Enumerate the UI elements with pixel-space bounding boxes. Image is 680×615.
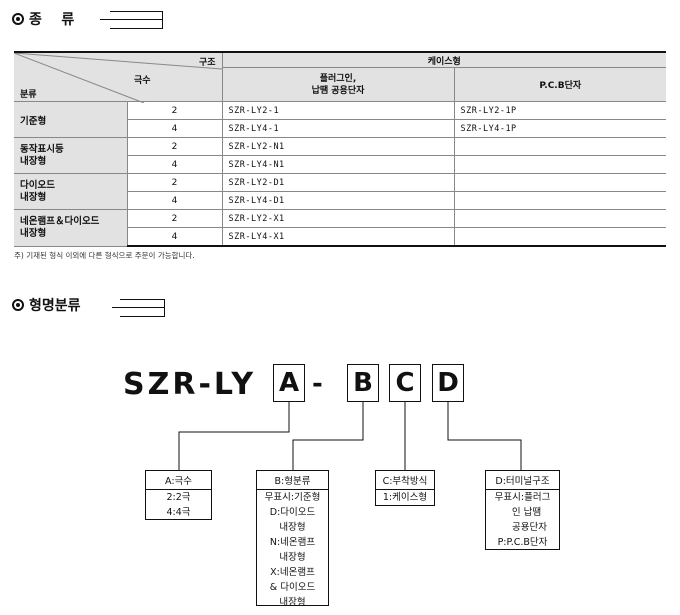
pole-cell: 4 (127, 155, 223, 174)
header-structure: 구조 (198, 58, 216, 68)
key-box-b: B:형분류 무표시:기준형 D:다이오드 내장형 N:네온램프 내장형 X:네온… (256, 470, 329, 608)
key-d-item: 공용단자 (512, 522, 547, 533)
key-d-item: P:P.C.B단자 (497, 537, 548, 548)
model-section-header: 형명분류 (12, 294, 81, 316)
group-name: 동작표시등 내장형 (14, 137, 128, 174)
key-a-title: A:극수 (146, 471, 211, 490)
model-box-b: B (347, 364, 379, 402)
types-section-title: 종 류 (29, 12, 75, 28)
plugin-code: SZR-LY2-1 (222, 101, 455, 120)
pcb-code (454, 155, 666, 174)
pole-cell: 4 (127, 119, 223, 138)
table-row: 4 SZR-LY4-X1 (14, 227, 666, 247)
key-box-a: A:극수 2:2극 4:4극 (145, 470, 212, 520)
pole-cell: 4 (127, 227, 223, 247)
plugin-code: SZR-LY2-X1 (222, 209, 455, 228)
pcb-code (454, 191, 666, 210)
types-table: 구조 극수 분류 케이스형 플러그인, 납땜 공용단자 P.C.B단자 기준형 … (14, 51, 666, 247)
pcb-code: SZR-LY4-1P (454, 119, 666, 138)
pcb-code (454, 209, 666, 228)
table-row: 다이오드 내장형 2 SZR-LY2-D1 (14, 173, 666, 210)
header-pcb-col: P.C.B단자 (454, 67, 666, 102)
corner-diagonal-lines (14, 53, 222, 103)
header-poles: 극수 (134, 76, 151, 86)
key-c-item: 1:케이스형 (382, 492, 428, 503)
plugin-code: SZR-LY4-N1 (222, 155, 455, 174)
key-d-title: D:터미널구조 (486, 471, 559, 490)
pole-cell: 4 (127, 191, 223, 210)
pcb-code: SZR-LY2-1P (454, 101, 666, 120)
plugin-code: SZR-LY2-D1 (222, 173, 455, 192)
table-row: 4 SZR-LY4-1 SZR-LY4-1P (14, 119, 666, 138)
key-a-item: 4:4극 (166, 507, 191, 518)
model-box-c: C (389, 364, 421, 402)
table-note: 주) 기재된 형식 이외에 다른 형식으로 주문이 가능합니다. (14, 251, 195, 260)
key-box-c: C:부착방식 1:케이스형 (375, 470, 435, 506)
key-b-item: 무표시:기준형 (264, 492, 321, 503)
pole-cell: 2 (127, 173, 223, 192)
model-box-d: D (432, 364, 464, 402)
model-section-rule (112, 307, 164, 308)
types-section-rule (100, 19, 162, 20)
group-name: 네온램프＆다이오드 내장형 (14, 209, 128, 247)
model-section-title: 형명분류 (29, 298, 81, 314)
model-box-a: A (273, 364, 305, 402)
key-b-item: 내장형 (279, 522, 306, 533)
pole-cell: 2 (127, 209, 223, 228)
key-b-item: D:다이오드 (269, 507, 316, 518)
key-b-item: N:네온램프 (269, 537, 316, 548)
key-d-item: 인 납땜 (511, 507, 542, 518)
model-prefix: SZR-LY (123, 366, 257, 402)
types-section-box (110, 11, 163, 29)
pole-cell: 2 (127, 137, 223, 156)
group-name: 다이오드 내장형 (14, 173, 128, 210)
key-b-item: X:네온램프 (270, 567, 315, 578)
key-box-d: D:터미널구조 무표시:플러그 인 납땜 공용단자 P:P.C.B단자 (485, 470, 560, 550)
bullet-icon (12, 13, 24, 25)
group-name: 기준형 (14, 101, 128, 138)
table-row: 네온램프＆다이오드 내장형 2 SZR-LY2-X1 (14, 209, 666, 247)
plugin-code: SZR-LY4-D1 (222, 191, 455, 210)
plugin-code: SZR-LY2-N1 (222, 137, 455, 156)
table-row: 동작표시등 내장형 2 SZR-LY2-N1 (14, 137, 666, 174)
pcb-code (454, 173, 666, 192)
plugin-code: SZR-LY4-X1 (222, 227, 455, 247)
header-category: 분류 (20, 90, 37, 100)
key-b-item: 내장형 (279, 552, 306, 563)
table-row: 4 SZR-LY4-D1 (14, 191, 666, 210)
key-b-title: B:형분류 (257, 471, 328, 490)
plugin-code: SZR-LY4-1 (222, 119, 455, 138)
key-a-item: 2:2극 (166, 492, 191, 503)
key-c-title: C:부착방식 (376, 471, 434, 490)
table-row: 기준형 2 SZR-LY2-1 SZR-LY2-1P (14, 101, 666, 138)
table-row: 4 SZR-LY4-N1 (14, 155, 666, 174)
model-dash: - (312, 369, 326, 399)
key-d-item: 무표시:플러그 (494, 492, 551, 503)
bullet-icon (12, 299, 24, 311)
pcb-code (454, 227, 666, 247)
types-section-header: 종 류 (12, 8, 74, 30)
key-b-item: 내장형 (279, 597, 306, 608)
header-plugin-col: 플러그인, 납땜 공용단자 (222, 67, 455, 102)
key-b-item: & 다이오드 (269, 582, 316, 593)
model-section-box (120, 299, 165, 317)
table-corner-header: 구조 극수 분류 (14, 51, 223, 103)
pcb-code (454, 137, 666, 156)
pole-cell: 2 (127, 101, 223, 120)
header-case-type: 케이스형 (222, 51, 666, 69)
